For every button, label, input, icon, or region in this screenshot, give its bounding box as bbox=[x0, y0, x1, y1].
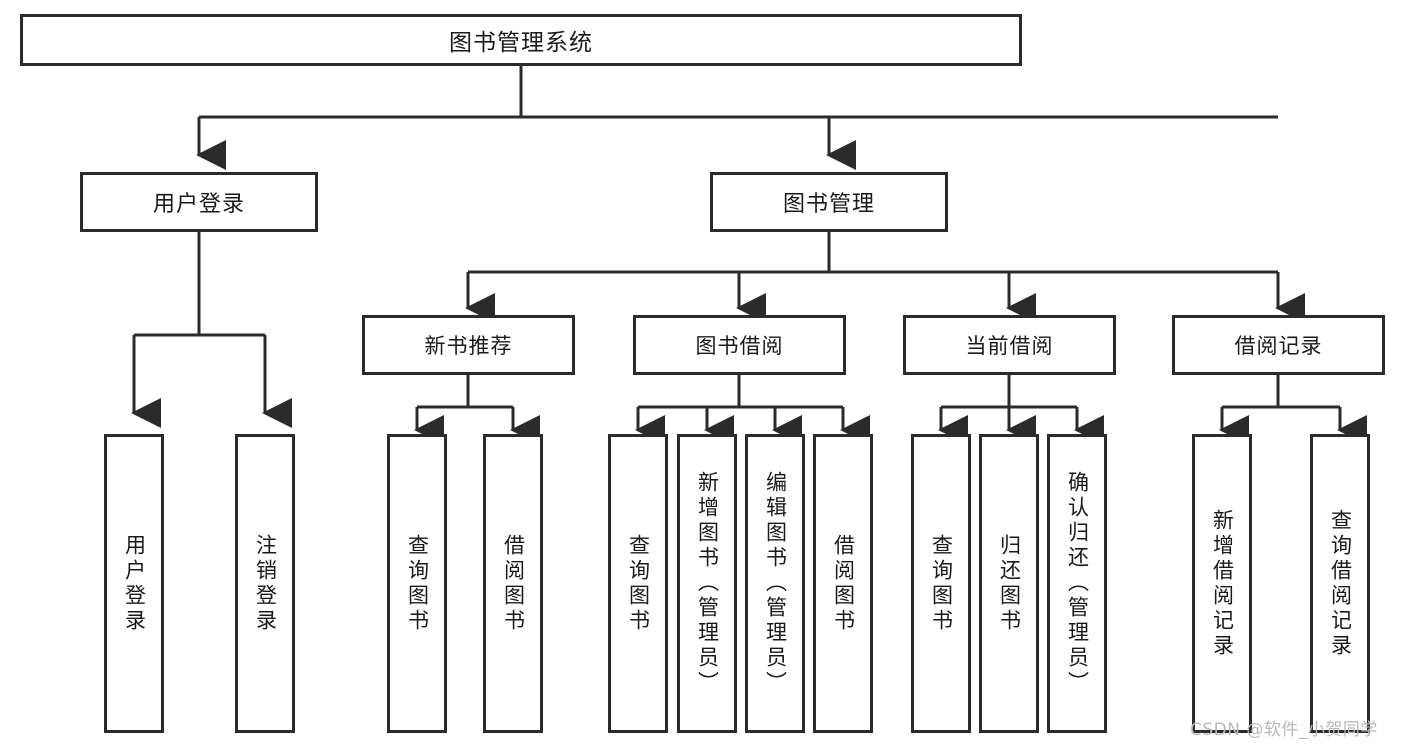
node-label: 图书借阅 bbox=[695, 334, 784, 358]
node-new-book-recommend[interactable]: 新书推荐 bbox=[362, 315, 575, 375]
node-label: 当前借阅 bbox=[965, 334, 1054, 358]
node-label: 编辑图书（管理员） bbox=[763, 471, 788, 696]
node-label: 确认归还（管理员） bbox=[1065, 471, 1090, 696]
leaf-logout[interactable]: 注销登录 bbox=[235, 434, 295, 733]
node-label: 用户登录 bbox=[152, 192, 245, 217]
leaf-confirm-return-admin[interactable]: 确认归还（管理员） bbox=[1047, 434, 1107, 733]
node-label: 新书推荐 bbox=[424, 334, 513, 358]
node-label: 查询图书 bbox=[929, 533, 954, 634]
node-label: 借阅图书 bbox=[831, 533, 856, 634]
leaf-query-book[interactable]: 查询图书 bbox=[608, 434, 668, 733]
node-label: 新增图书（管理员） bbox=[695, 471, 720, 696]
leaf-return-book[interactable]: 归还图书 bbox=[979, 434, 1039, 733]
leaf-user-login[interactable]: 用户登录 bbox=[104, 434, 164, 733]
node-label: 查询图书 bbox=[626, 533, 651, 634]
node-label: 注销登录 bbox=[253, 533, 278, 634]
leaf-query-book-current[interactable]: 查询图书 bbox=[911, 434, 971, 733]
leaf-add-borrow-record[interactable]: 新增借阅记录 bbox=[1192, 434, 1252, 733]
node-user-login[interactable]: 用户登录 bbox=[80, 172, 318, 232]
node-label: 归还图书 bbox=[997, 533, 1022, 634]
node-borrow-record[interactable]: 借阅记录 bbox=[1172, 315, 1385, 375]
node-label: 新增借阅记录 bbox=[1210, 508, 1235, 659]
leaf-add-book-admin[interactable]: 新增图书（管理员） bbox=[677, 434, 737, 733]
node-book-borrow[interactable]: 图书借阅 bbox=[633, 315, 846, 375]
node-root-system[interactable]: 图书管理系统 bbox=[20, 14, 1022, 66]
watermark-text: CSDN @软件_小贺同学 bbox=[1190, 720, 1378, 740]
node-label: 图书管理 bbox=[782, 192, 875, 217]
leaf-borrow-book[interactable]: 借阅图书 bbox=[813, 434, 873, 733]
node-label: 查询图书 bbox=[405, 533, 430, 634]
node-label: 借阅记录 bbox=[1234, 334, 1323, 358]
leaf-borrow-book-new[interactable]: 借阅图书 bbox=[483, 434, 543, 733]
node-label: 图书管理系统 bbox=[449, 30, 593, 56]
node-label: 查询借阅记录 bbox=[1328, 508, 1353, 659]
node-label: 借阅图书 bbox=[501, 533, 526, 634]
leaf-query-borrow-record[interactable]: 查询借阅记录 bbox=[1310, 434, 1370, 733]
leaf-query-book-new[interactable]: 查询图书 bbox=[387, 434, 447, 733]
node-current-borrow[interactable]: 当前借阅 bbox=[903, 315, 1116, 375]
leaf-edit-book-admin[interactable]: 编辑图书（管理员） bbox=[745, 434, 805, 733]
node-label: 用户登录 bbox=[122, 533, 147, 634]
node-book-management[interactable]: 图书管理 bbox=[710, 172, 948, 232]
